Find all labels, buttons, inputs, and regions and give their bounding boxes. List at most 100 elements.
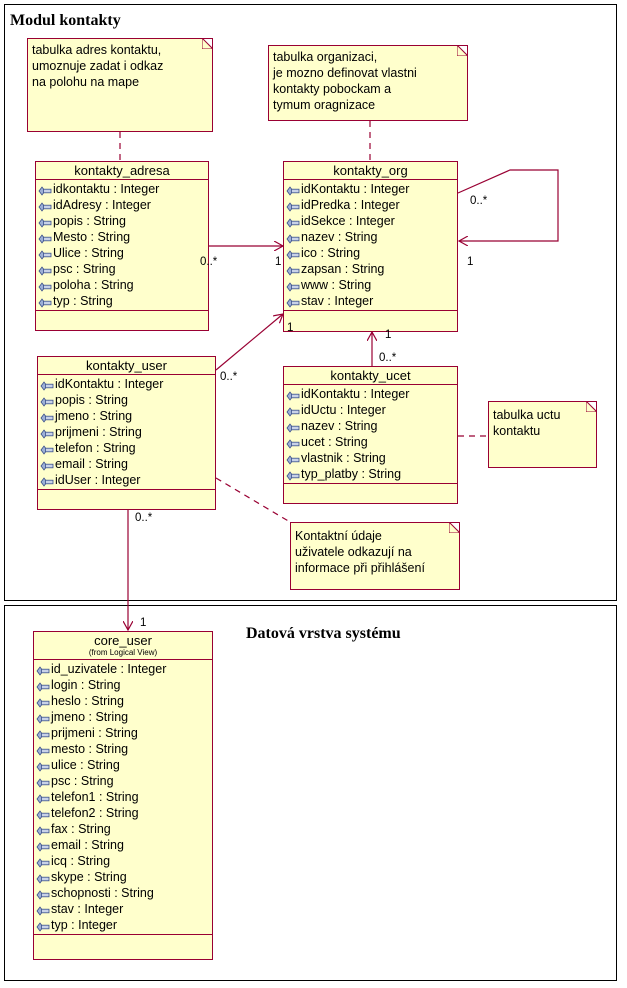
attribute-icon (286, 389, 300, 401)
mult-core-one: 1 (140, 617, 147, 629)
attribute-row: idAdresy : Integer (38, 197, 208, 213)
class-name: kontakty_adresa (36, 162, 208, 180)
attribute-row: prijmeni : String (40, 424, 215, 440)
attribute-icon (36, 840, 50, 852)
note-line: Kontaktní údaje (295, 529, 382, 543)
attribute-row: nazev : String (286, 418, 457, 434)
attribute-icon (40, 443, 54, 455)
class-name: kontakty_org (284, 162, 457, 180)
attribute-icon (36, 888, 50, 900)
attribute-icon (38, 296, 52, 308)
attribute-text: prijmeni : String (55, 425, 142, 439)
attribute-text: poloha : String (53, 278, 134, 292)
attribute-icon (36, 808, 50, 820)
attribute-text: fax : String (51, 822, 111, 836)
attribute-row: email : String (36, 837, 212, 853)
attribute-row: jmeno : String (40, 408, 215, 424)
operations-compartment (38, 490, 215, 498)
mult-adresa-many: 0..* (200, 256, 218, 268)
attribute-row: psc : String (36, 773, 212, 789)
attribute-text: prijmeni : String (51, 726, 138, 740)
note-adresa: tabulka adres kontaktu, umoznuje zadat i… (27, 38, 213, 132)
attribute-row: jmeno : String (36, 709, 212, 725)
attribute-icon (38, 232, 52, 244)
attribute-icon (38, 264, 52, 276)
attribute-text: jmeno : String (51, 710, 129, 724)
attribute-row: typ_platby : String (286, 466, 457, 482)
note-line: kontaktu (493, 424, 541, 438)
attribute-icon (36, 824, 50, 836)
operations-compartment (36, 311, 208, 319)
attribute-text: login : String (51, 678, 121, 692)
attribute-text: telefon : String (55, 441, 136, 455)
attribute-row: heslo : String (36, 693, 212, 709)
attribute-text: idSekce : Integer (301, 214, 395, 228)
attribute-text: popis : String (53, 214, 126, 228)
attribute-icon (36, 776, 50, 788)
attribute-row: popis : String (38, 213, 208, 229)
note-line: kontakty pobockam a (273, 82, 392, 96)
attribute-row: login : String (36, 677, 212, 693)
attribute-icon (36, 872, 50, 884)
attribute-text: idKontaktu : Integer (55, 377, 164, 391)
attribute-row: Ulice : String (38, 245, 208, 261)
attribute-row: stav : Integer (36, 901, 212, 917)
attribute-icon (38, 184, 52, 196)
mult-user-org-one: 1 (287, 322, 294, 334)
attribute-row: prijmeni : String (36, 725, 212, 741)
mult-ucet-many: 0..* (379, 352, 397, 364)
attribute-text: idKontaktu : Integer (301, 182, 410, 196)
attribute-text: www : String (301, 278, 372, 292)
attribute-icon (286, 453, 300, 465)
attribute-row: stav : Integer (286, 293, 457, 309)
attribute-icon (286, 264, 300, 276)
note-fold-icon (202, 39, 212, 49)
class-title: core_user (94, 633, 152, 648)
attribute-text: icq : String (51, 854, 111, 868)
note-fold-icon (449, 523, 459, 533)
attribute-icon (286, 200, 300, 212)
attribute-text: vlastnik : String (301, 451, 386, 465)
note-line: informace při přihlášení (295, 561, 425, 575)
attribute-text: email : String (55, 457, 128, 471)
attribute-row: poloha : String (38, 277, 208, 293)
attribute-row: idUser : Integer (40, 472, 215, 488)
attribute-text: ucet : String (301, 435, 368, 449)
note-line: uživatele odkazují na (295, 545, 412, 559)
attribute-row: idkontaktu : Integer (38, 181, 208, 197)
note-fold-icon (586, 402, 596, 412)
attribute-text: telefon2 : String (51, 806, 139, 820)
attribute-text: idKontaktu : Integer (301, 387, 410, 401)
attribute-text: popis : String (55, 393, 128, 407)
attribute-text: zapsan : String (301, 262, 385, 276)
attribute-text: nazev : String (301, 230, 378, 244)
attribute-row: zapsan : String (286, 261, 457, 277)
attribute-row: vlastnik : String (286, 450, 457, 466)
attribute-icon (36, 712, 50, 724)
class-name: core_user (from Logical View) (34, 632, 212, 660)
attribute-row: www : String (286, 277, 457, 293)
class-core-user[interactable]: core_user (from Logical View) id_uzivate… (33, 631, 213, 960)
attribute-text: idUser : Integer (55, 473, 141, 487)
attribute-row: idSekce : Integer (286, 213, 457, 229)
attribute-icon (38, 216, 52, 228)
mult-user-core-many: 0..* (135, 512, 153, 524)
attribute-row: ulice : String (36, 757, 212, 773)
attribute-icon (286, 248, 300, 260)
attribute-row: ico : String (286, 245, 457, 261)
attribute-icon (40, 459, 54, 471)
attribute-row: psc : String (38, 261, 208, 277)
note-org: tabulka organizaci, je mozno definovat v… (268, 45, 468, 121)
attribute-icon (36, 920, 50, 932)
attribute-row: skype : String (36, 869, 212, 885)
attribute-row: idUctu : Integer (286, 402, 457, 418)
attribute-icon (286, 296, 300, 308)
attribute-row: typ : String (38, 293, 208, 309)
